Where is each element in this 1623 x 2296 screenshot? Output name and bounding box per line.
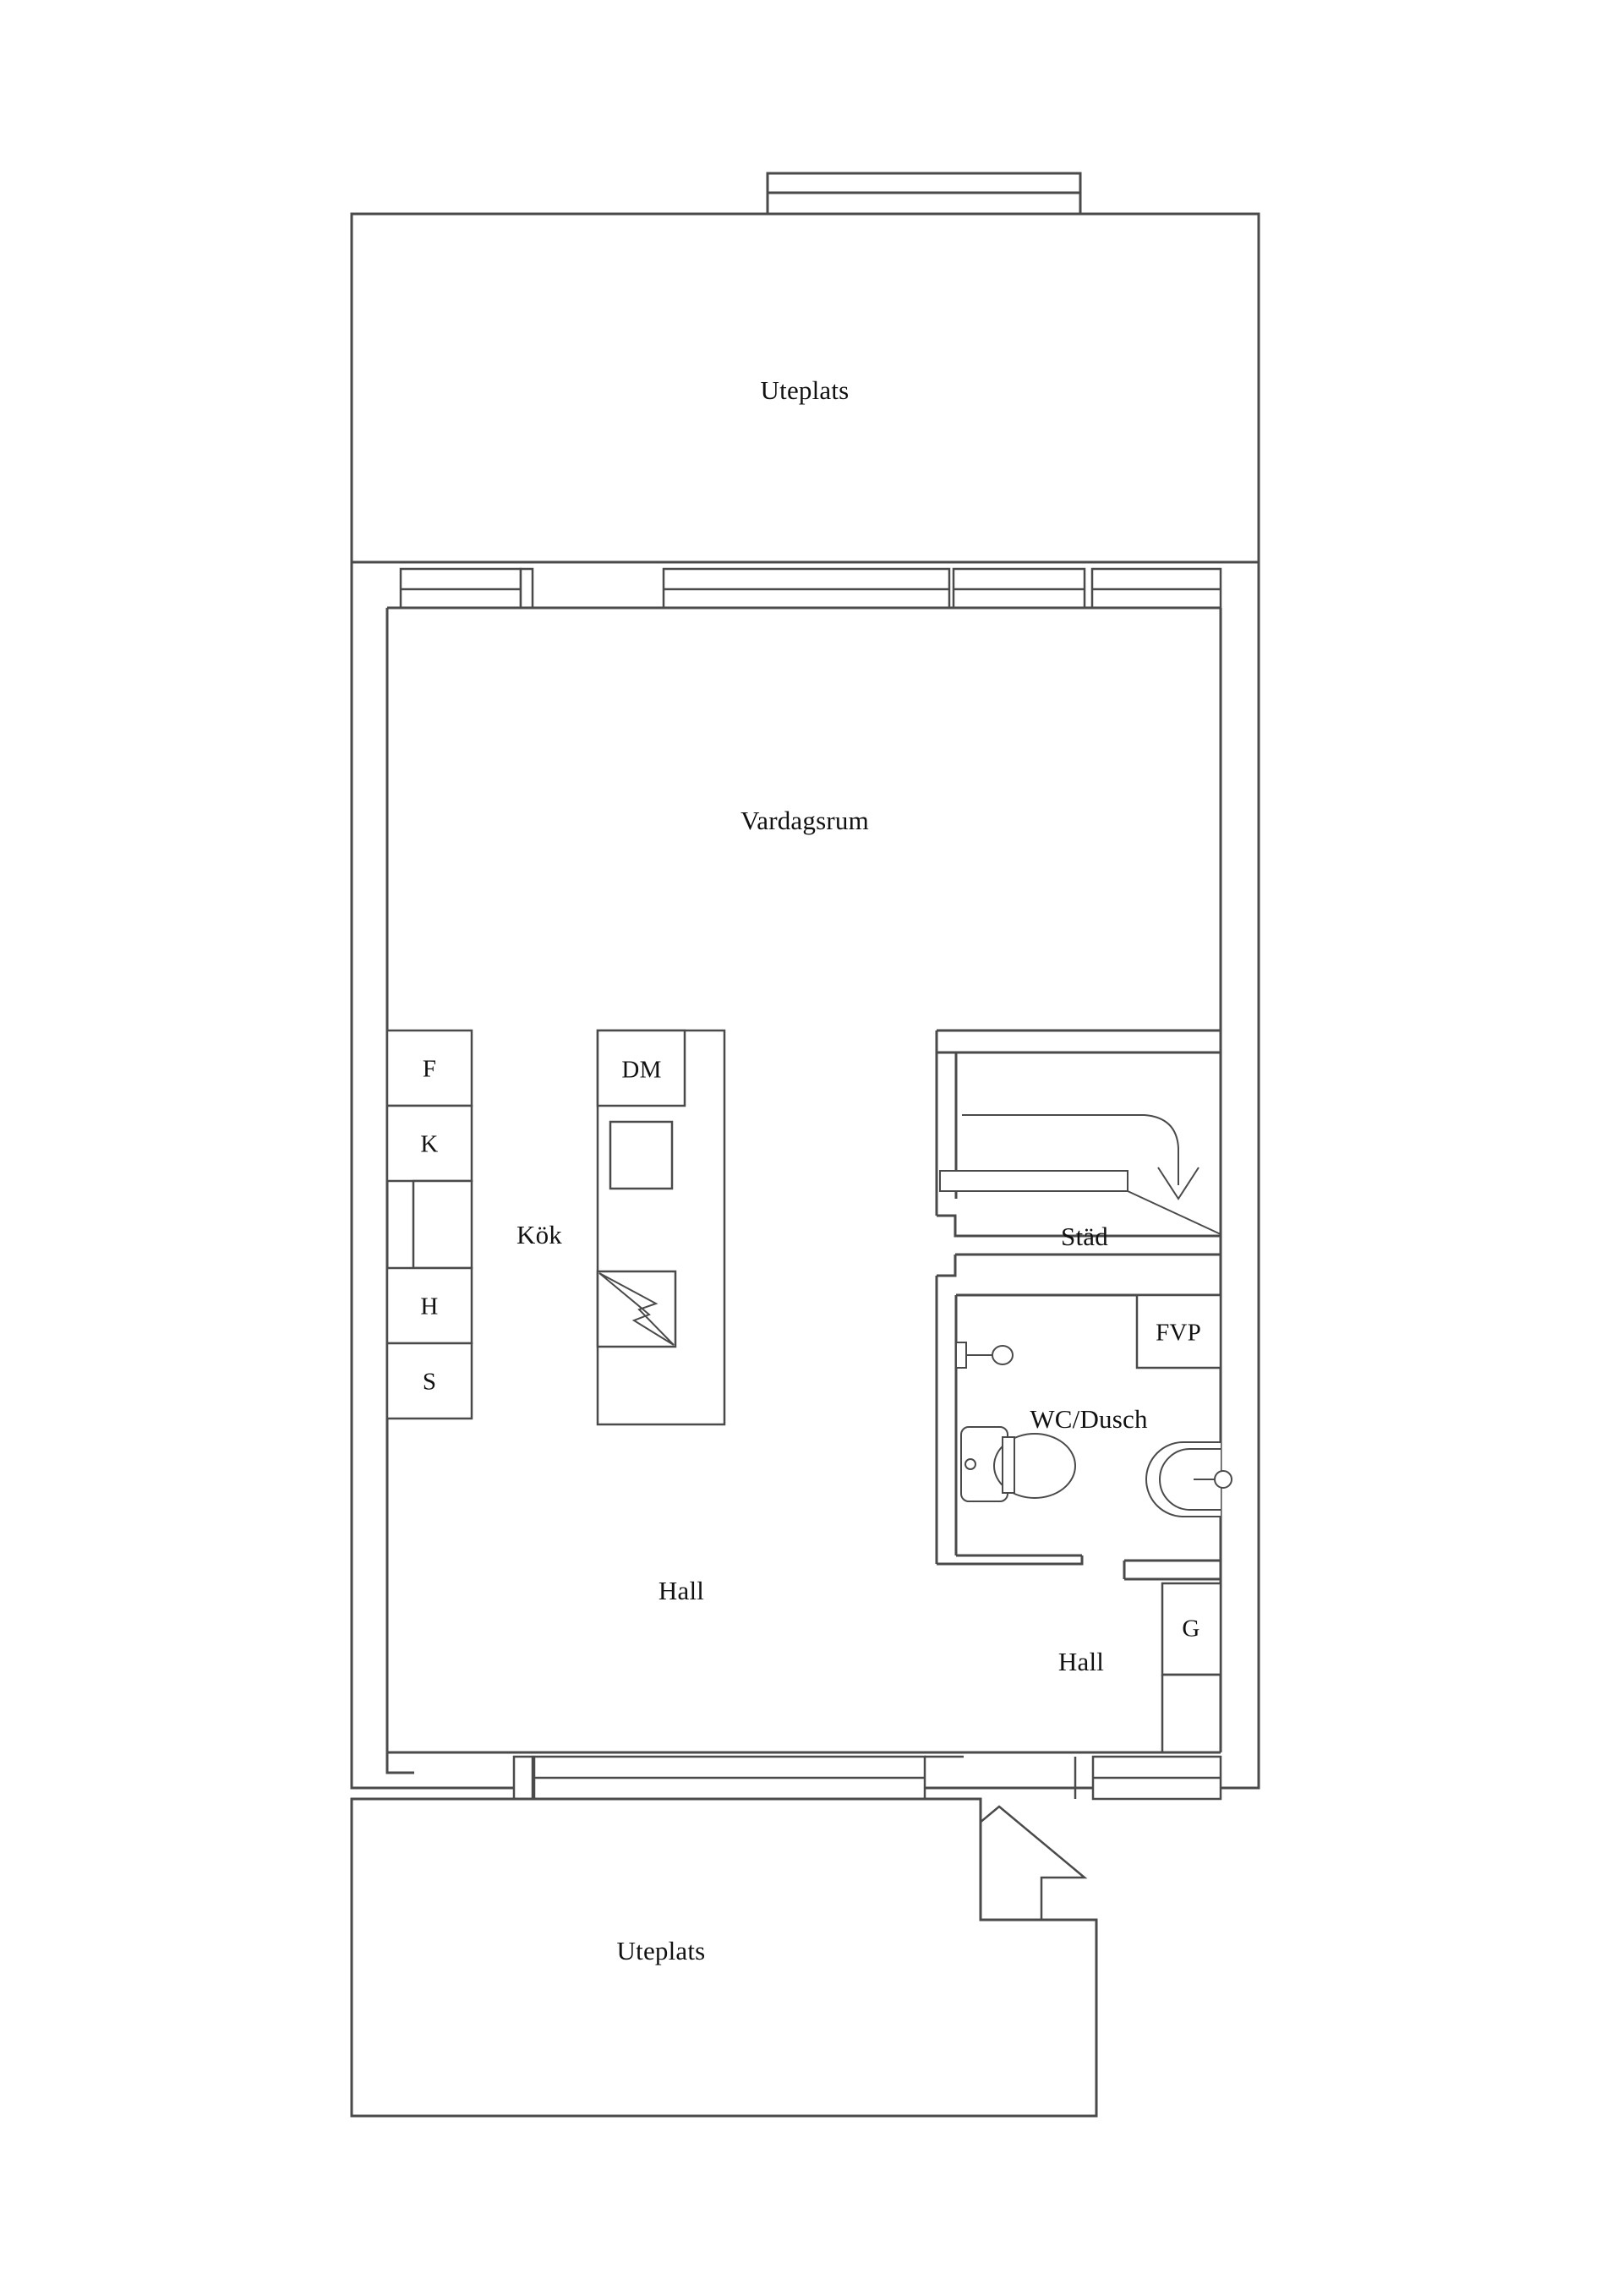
window-band-south <box>385 1752 1222 1801</box>
wc-dusch-room <box>937 1293 1232 1581</box>
door-swing-arrow <box>1144 1114 1199 1200</box>
room-label-stad: Städ <box>1061 1222 1108 1251</box>
window-north-4[interactable] <box>1090 567 1222 610</box>
kitchen-wall-units <box>385 1029 473 1420</box>
stad-room <box>935 1029 1221 1564</box>
uteplats-south-outline <box>350 1797 1098 2118</box>
shower-head-icon <box>955 1342 1014 1369</box>
appliance-box-h[interactable] <box>385 1266 473 1345</box>
window-band-north <box>399 567 1222 610</box>
shelf-icon <box>939 1114 1145 1192</box>
window-north-3[interactable] <box>952 567 1086 610</box>
window-north-1[interactable] <box>399 567 522 610</box>
entrance-door[interactable] <box>1091 1755 1222 1801</box>
room-label-uteplats-south: Uteplats <box>616 1936 706 1965</box>
room-label-vardagsrum: Vardagsrum <box>740 806 869 835</box>
appliance-label-s: S <box>422 1368 437 1396</box>
balcony-door-north[interactable] <box>766 172 1082 216</box>
room-label-kok: Kök <box>516 1220 562 1249</box>
window-north-2[interactable] <box>662 567 951 610</box>
room-label-wc-dusch: WC/Dusch <box>1030 1404 1148 1434</box>
room-label-uteplats-north: Uteplats <box>760 375 850 405</box>
appliance-label-f: F <box>422 1055 437 1083</box>
appliance-label-k: K <box>420 1130 439 1158</box>
sink-icon <box>609 1120 674 1190</box>
appliance-box-f[interactable] <box>385 1029 473 1107</box>
appliance-box-s[interactable] <box>385 1342 473 1420</box>
window-south-1[interactable] <box>533 1755 926 1801</box>
uteplats-north-outline <box>350 212 1260 564</box>
appliance-label-g: G <box>1182 1615 1200 1643</box>
entry-hall-wall <box>1161 1673 1221 1752</box>
counter-connector <box>412 1179 473 1270</box>
appliance-box-dm[interactable] <box>596 1029 686 1107</box>
appliance-label-dm: DM <box>621 1056 662 1084</box>
washbasin-icon <box>1145 1441 1232 1517</box>
appliance-box-fvp[interactable] <box>1135 1293 1222 1369</box>
room-label-hall-entry: Hall <box>1057 1647 1105 1676</box>
kitchen-island <box>596 1029 726 1426</box>
toilet-icon <box>960 1426 1076 1502</box>
cooktop-icon <box>596 1270 677 1348</box>
appliance-label-h: H <box>420 1293 439 1320</box>
room-label-hall-main: Hall <box>658 1576 705 1605</box>
appliance-box-k[interactable] <box>385 1104 473 1183</box>
appliance-label-fvp: FVP <box>1156 1319 1201 1347</box>
